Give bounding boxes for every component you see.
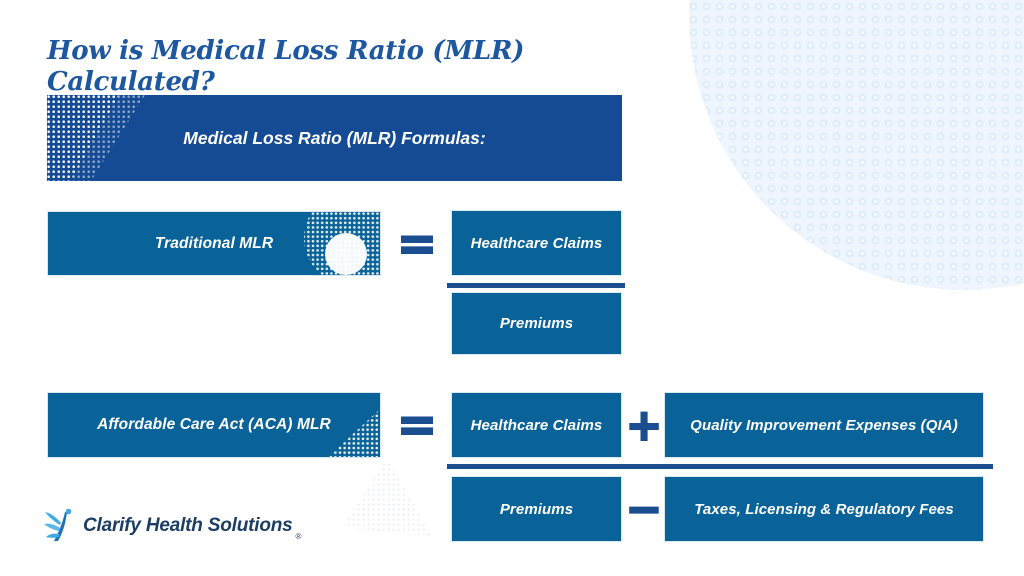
premiums-label: Premiums — [499, 315, 574, 332]
formulas-banner: Medical Loss Ratio (MLR) Formulas: — [47, 95, 622, 181]
taxes-fees-label: Taxes, Licensing & Regulatory Fees — [694, 500, 954, 518]
traditional-mlr-box: Traditional MLR — [47, 211, 381, 276]
aca-mlr-label: Affordable Care Act (ACA) MLR — [97, 416, 331, 433]
premiums-label: Premiums — [499, 500, 574, 518]
traditional-mlr-label: Traditional MLR — [154, 234, 274, 252]
qia-label: Quality Improvement Expenses (QIA) — [690, 416, 958, 434]
plus-sign: + — [625, 399, 664, 452]
numerator-box-healthcare-claims: Healthcare Claims — [451, 210, 622, 276]
clarify-logo: Clarify Health Solutions ® — [44, 508, 301, 544]
halftone-ghost-decoration — [342, 458, 432, 536]
clarify-logo-icon — [44, 508, 72, 541]
registered-mark: ® — [295, 532, 302, 541]
aca-mlr-box: Affordable Care Act (ACA) MLR — [47, 392, 381, 458]
fraction-line — [447, 283, 625, 288]
denominator-box-taxes-fees: Taxes, Licensing & Regulatory Fees — [664, 476, 984, 542]
numerator-box-healthcare-claims: Healthcare Claims — [451, 392, 622, 458]
clarify-logo-text: Clarify Health Solutions — [83, 515, 293, 536]
fraction-line — [447, 464, 993, 469]
halftone-circle-icon — [304, 212, 380, 275]
denominator-box-premiums: Premiums — [451, 292, 622, 355]
minus-sign: − — [625, 483, 664, 536]
healthcare-claims-label: Healthcare Claims — [470, 234, 603, 252]
page-title: How is Medical Loss Ratio (MLR) Calculat… — [47, 36, 525, 98]
halftone-wedge-icon — [47, 95, 145, 181]
equals-sign: = — [396, 215, 438, 273]
halftone-blob-decoration — [689, 0, 1024, 290]
denominator-box-premiums: Premiums — [451, 476, 622, 542]
equals-sign: = — [396, 396, 438, 454]
numerator-box-qia: Quality Improvement Expenses (QIA) — [664, 392, 984, 458]
healthcare-claims-label: Healthcare Claims — [470, 416, 603, 434]
banner-label: Medical Loss Ratio (MLR) Formulas: — [183, 127, 486, 148]
